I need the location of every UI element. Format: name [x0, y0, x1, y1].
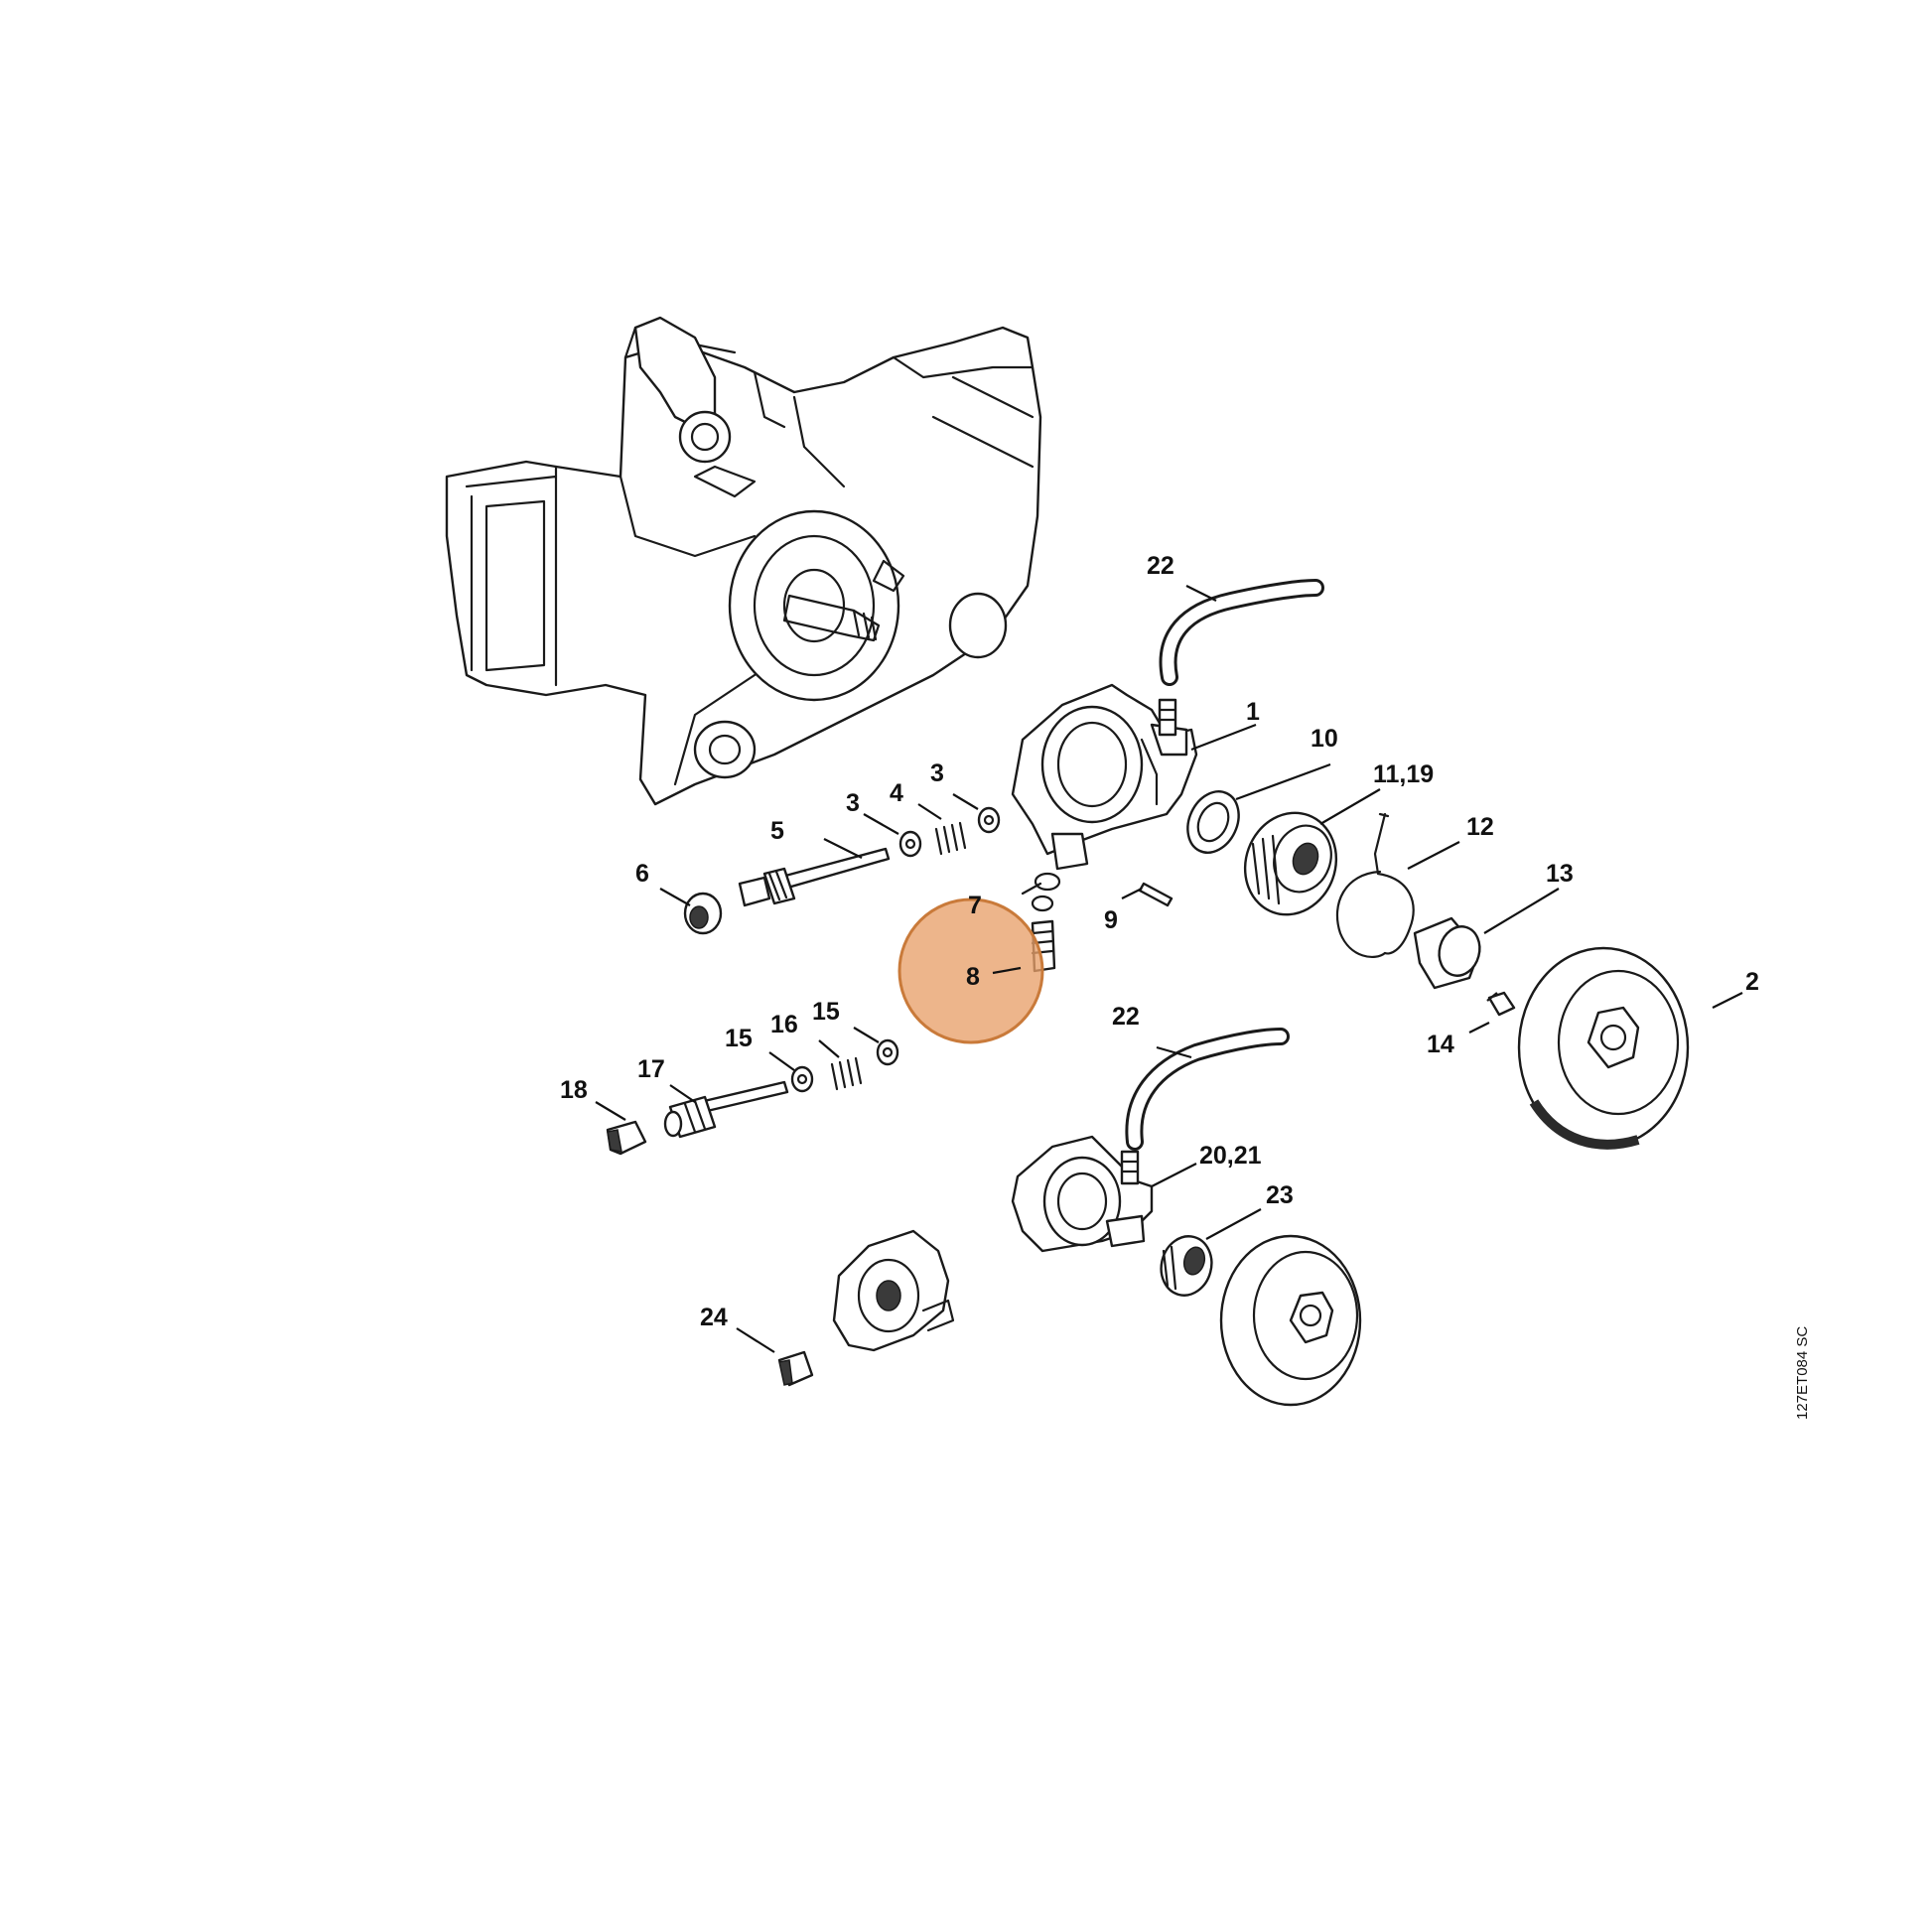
label-7: 7: [968, 892, 982, 919]
oil-pump-1: [1011, 683, 1198, 871]
plug-24: [777, 1350, 814, 1387]
washer-15-right: [876, 1038, 899, 1066]
needle-bearing-13: [1413, 916, 1481, 990]
label-9: 9: [1104, 906, 1118, 934]
o-ring-7: [1021, 872, 1061, 912]
hose-upper: [1159, 579, 1324, 686]
label-23: 23: [1266, 1181, 1294, 1209]
label-18: 18: [560, 1076, 588, 1104]
washer-15-left: [790, 1065, 814, 1093]
pin-9: [1138, 882, 1173, 907]
label-16: 16: [770, 1011, 798, 1038]
label-8: 8: [966, 963, 980, 991]
label-4: 4: [890, 779, 903, 807]
worm-23: [1160, 1235, 1213, 1297]
pump-piston-17: [663, 1080, 789, 1139]
washer-10: [1186, 790, 1240, 854]
label-20-21: 20,21: [1199, 1142, 1262, 1170]
plug-18: [606, 1120, 647, 1156]
label-22-upper: 22: [1147, 552, 1174, 580]
hose-lower: [1125, 1028, 1290, 1151]
label-13: 13: [1546, 860, 1574, 888]
crankcase-housing: [445, 316, 1042, 806]
label-2: 2: [1745, 968, 1759, 996]
label-22-lower: 22: [1112, 1003, 1140, 1031]
clutch-drum-2: [1517, 946, 1690, 1150]
label-1: 1: [1246, 698, 1260, 726]
label-6: 6: [635, 860, 649, 888]
spring-16: [830, 1056, 863, 1091]
pump-piston-5: [738, 847, 891, 907]
label-12: 12: [1466, 813, 1494, 841]
screw-14: [1486, 991, 1516, 1017]
pump-body-lower: [832, 1229, 955, 1352]
label-14: 14: [1427, 1031, 1454, 1058]
leader-lines: [595, 585, 1743, 1353]
label-10: 10: [1311, 725, 1338, 753]
label-3-left: 3: [846, 789, 860, 817]
highlight-circle: [897, 897, 1044, 1044]
washer-3-left: [898, 830, 922, 858]
label-3-right: 3: [930, 759, 944, 787]
plug-6: [683, 892, 723, 935]
clutch-drum-lower: [1219, 1234, 1362, 1407]
washer-3-right: [977, 806, 1001, 834]
label-17: 17: [637, 1055, 665, 1083]
label-11-19: 11,19: [1373, 760, 1434, 788]
part-labels: 1 2 3 3 4 5 6 7 8 9 10 11,19 12 13 14 15…: [560, 552, 1759, 1331]
label-5: 5: [770, 817, 784, 845]
label-15-left: 15: [725, 1025, 753, 1052]
label-24: 24: [700, 1304, 728, 1331]
label-15-right: 15: [812, 998, 840, 1026]
oil-pump-20-21: [1011, 1135, 1154, 1253]
worm-gear-11-19: [1243, 811, 1338, 916]
drawing-reference: 127ET084 SC: [1794, 1326, 1811, 1420]
spring-clip-12: [1335, 812, 1415, 959]
spring-4: [934, 821, 967, 856]
